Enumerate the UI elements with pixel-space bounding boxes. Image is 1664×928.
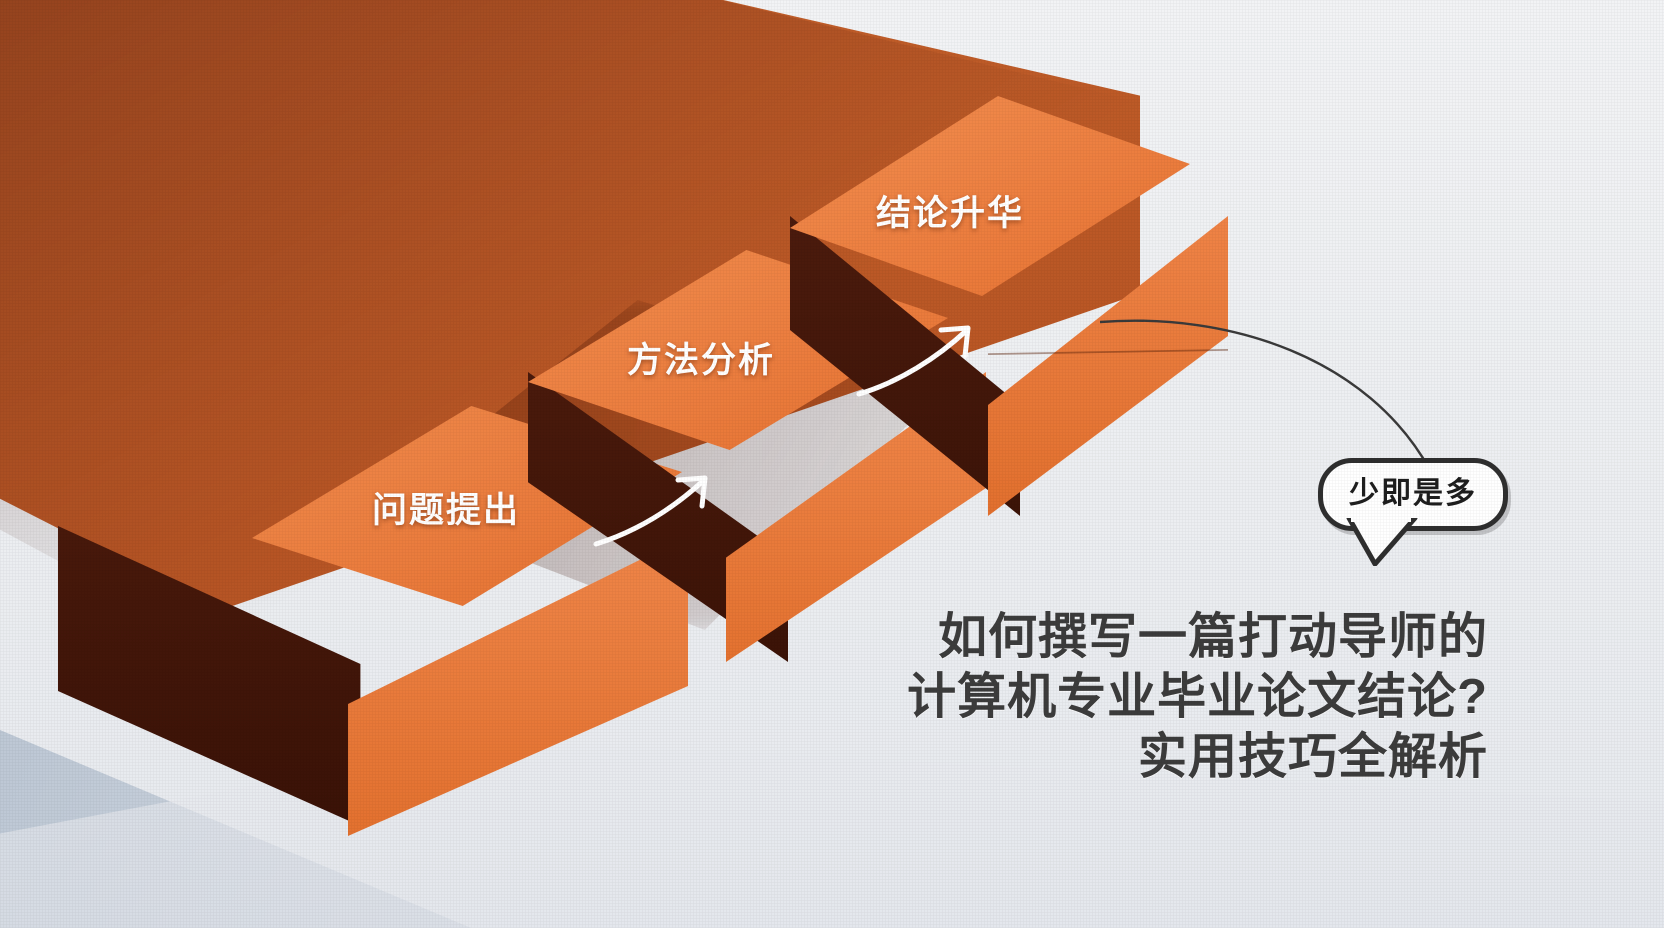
callout-bubble-tail [1346, 518, 1418, 566]
page-title: 如何撰写一篇打动导师的 计算机专业毕业论文结论? 实用技巧全解析 [907, 608, 1488, 787]
step-arrow-1-to-2 [593, 475, 708, 547]
step-arrow-2-to-3 [856, 325, 971, 397]
callout-leader-line [1100, 319, 1432, 472]
step-cube-3[interactable] [760, 96, 1280, 526]
title-line-2: 计算机专业毕业论文结论? [907, 669, 1488, 724]
step-cube-3-label: 结论升华 [876, 194, 1025, 233]
cube-3-seam-line [988, 349, 1228, 355]
title-line-3: 实用技巧全解析 [1137, 729, 1488, 784]
callout-bubble-body: 少即是多 [1318, 458, 1508, 566]
step-cube-2-label: 方法分析 [627, 341, 776, 380]
callout-bubble-text: 少即是多 [1349, 477, 1477, 510]
title-line-1: 如何撰写一篇打动导师的 [937, 610, 1488, 664]
step-cube-1-label: 问题提出 [372, 491, 521, 530]
callout-bubble[interactable]: 少即是多 [1318, 458, 1508, 566]
